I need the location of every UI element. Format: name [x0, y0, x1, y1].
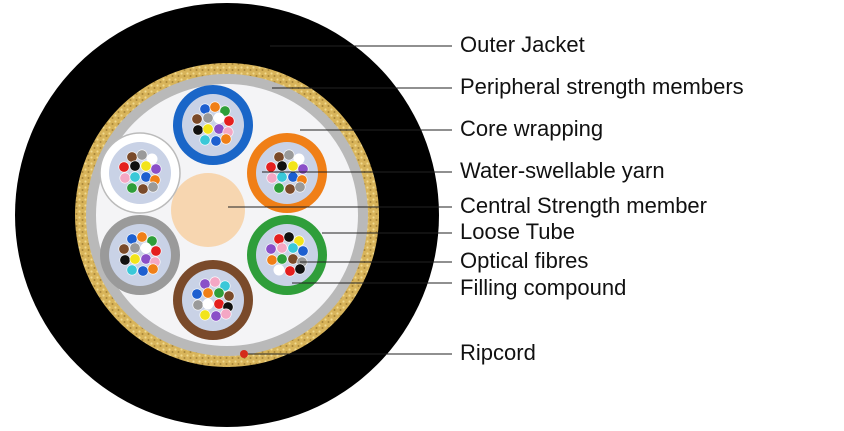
optical-fibre	[202, 123, 214, 135]
optical-fibre	[126, 182, 138, 194]
label-filling-compound: Filling compound	[460, 275, 627, 300]
loose-tubes-group	[99, 85, 327, 340]
label-peripheral-strength-members: Peripheral strength members	[460, 74, 744, 99]
optical-fibre	[140, 242, 152, 254]
optical-fibre	[276, 253, 288, 265]
label-loose-tube: Loose Tube	[460, 219, 575, 244]
label-optical-fibres: Optical fibres	[460, 248, 589, 273]
optical-fibre	[266, 254, 278, 266]
optical-fibre	[273, 264, 285, 276]
optical-fibre	[191, 113, 203, 125]
optical-fibre	[297, 163, 309, 175]
optical-fibre	[137, 265, 149, 277]
optical-fibre	[276, 242, 288, 254]
optical-fibre	[118, 161, 130, 173]
optical-fibre	[147, 263, 159, 275]
optical-fibre	[129, 253, 141, 265]
optical-fibre	[213, 287, 225, 299]
optical-fibre	[118, 243, 130, 255]
optical-fibre	[223, 290, 235, 302]
optical-fibre	[136, 231, 148, 243]
optical-fibre	[209, 101, 221, 113]
optical-fibre	[119, 254, 131, 266]
optical-fibre	[287, 242, 299, 254]
optical-fibre	[266, 172, 278, 184]
optical-fibre	[210, 135, 222, 147]
optical-fibre	[213, 112, 225, 124]
optical-fibre	[293, 235, 305, 247]
optical-fibre	[199, 134, 211, 146]
optical-fibre	[287, 160, 299, 172]
label-core-wrapping: Core wrapping	[460, 116, 604, 141]
optical-fibre	[276, 160, 288, 172]
optical-fibre	[276, 171, 288, 183]
optical-fibre	[150, 245, 162, 257]
optical-fibre	[283, 231, 295, 243]
optical-fibre	[146, 235, 158, 247]
optical-fibre	[150, 163, 162, 175]
optical-fibre	[283, 149, 295, 161]
leader-lines	[228, 45, 452, 355]
optical-fibre	[265, 243, 277, 255]
label-ripcord: Ripcord	[460, 340, 536, 365]
optical-fibre	[297, 245, 309, 257]
optical-fibre	[146, 153, 158, 165]
optical-fibre	[129, 171, 141, 183]
optical-fibre	[202, 298, 214, 310]
optical-fibre	[119, 172, 131, 184]
optical-fibre	[136, 149, 148, 161]
optical-fibre	[284, 265, 296, 277]
optical-fibre	[202, 112, 214, 124]
optical-fibre	[192, 124, 204, 136]
optical-fibre	[220, 133, 232, 145]
optical-fibre	[199, 309, 211, 321]
optical-fibre	[220, 308, 232, 320]
optical-fibre	[294, 263, 306, 275]
optical-fibre	[219, 105, 231, 117]
optical-fibre	[284, 183, 296, 195]
label-water-swellable-yarn: Water-swellable yarn	[460, 158, 665, 183]
optical-fibre	[223, 115, 235, 127]
ripcord	[240, 350, 248, 358]
optical-fibre	[209, 276, 221, 288]
optical-fibre	[140, 160, 152, 172]
optical-fibre	[137, 183, 149, 195]
optical-fibre	[191, 288, 203, 300]
optical-fibre	[192, 299, 204, 311]
optical-fibre	[219, 280, 231, 292]
optical-fibre	[126, 264, 138, 276]
optical-fibre	[147, 181, 159, 193]
optical-fibre	[210, 310, 222, 322]
central-strength-member	[171, 173, 245, 247]
label-outer-jacket: Outer Jacket	[460, 32, 585, 57]
optical-fibre	[265, 161, 277, 173]
label-central-strength-member: Central Strength member	[460, 193, 707, 218]
optical-fibre	[293, 153, 305, 165]
optical-fibre	[129, 242, 141, 254]
optical-fibre	[202, 287, 214, 299]
optical-fibre	[129, 160, 141, 172]
optical-fibre	[294, 181, 306, 193]
optical-fibre	[273, 182, 285, 194]
